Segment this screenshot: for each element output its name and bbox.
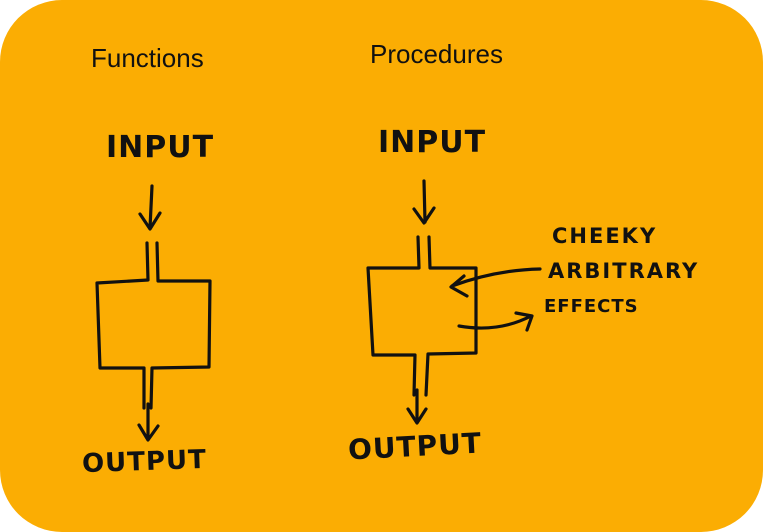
side-effects-note-line-1: CHEEKY [552, 224, 658, 248]
procedures-input-label: INPUT [378, 125, 487, 160]
functions-output-arrow [137, 402, 160, 442]
procedures-output-arrow [406, 388, 428, 425]
side-effects-note-line-3: EFFECTS [544, 296, 639, 317]
functions-input-arrow [138, 184, 162, 231]
functions-heading: Functions [91, 43, 204, 73]
functions-input-label: INPUT [106, 130, 215, 165]
procedures-input-arrow [412, 179, 436, 225]
procedures-box [366, 235, 478, 397]
side-effect-in-arrow [449, 267, 542, 298]
functions-box [95, 241, 212, 410]
side-effect-out-arrow [457, 311, 534, 332]
procedures-heading: Procedures [370, 39, 503, 69]
side-effects-note-line-2: ARBITRARY [548, 259, 700, 283]
